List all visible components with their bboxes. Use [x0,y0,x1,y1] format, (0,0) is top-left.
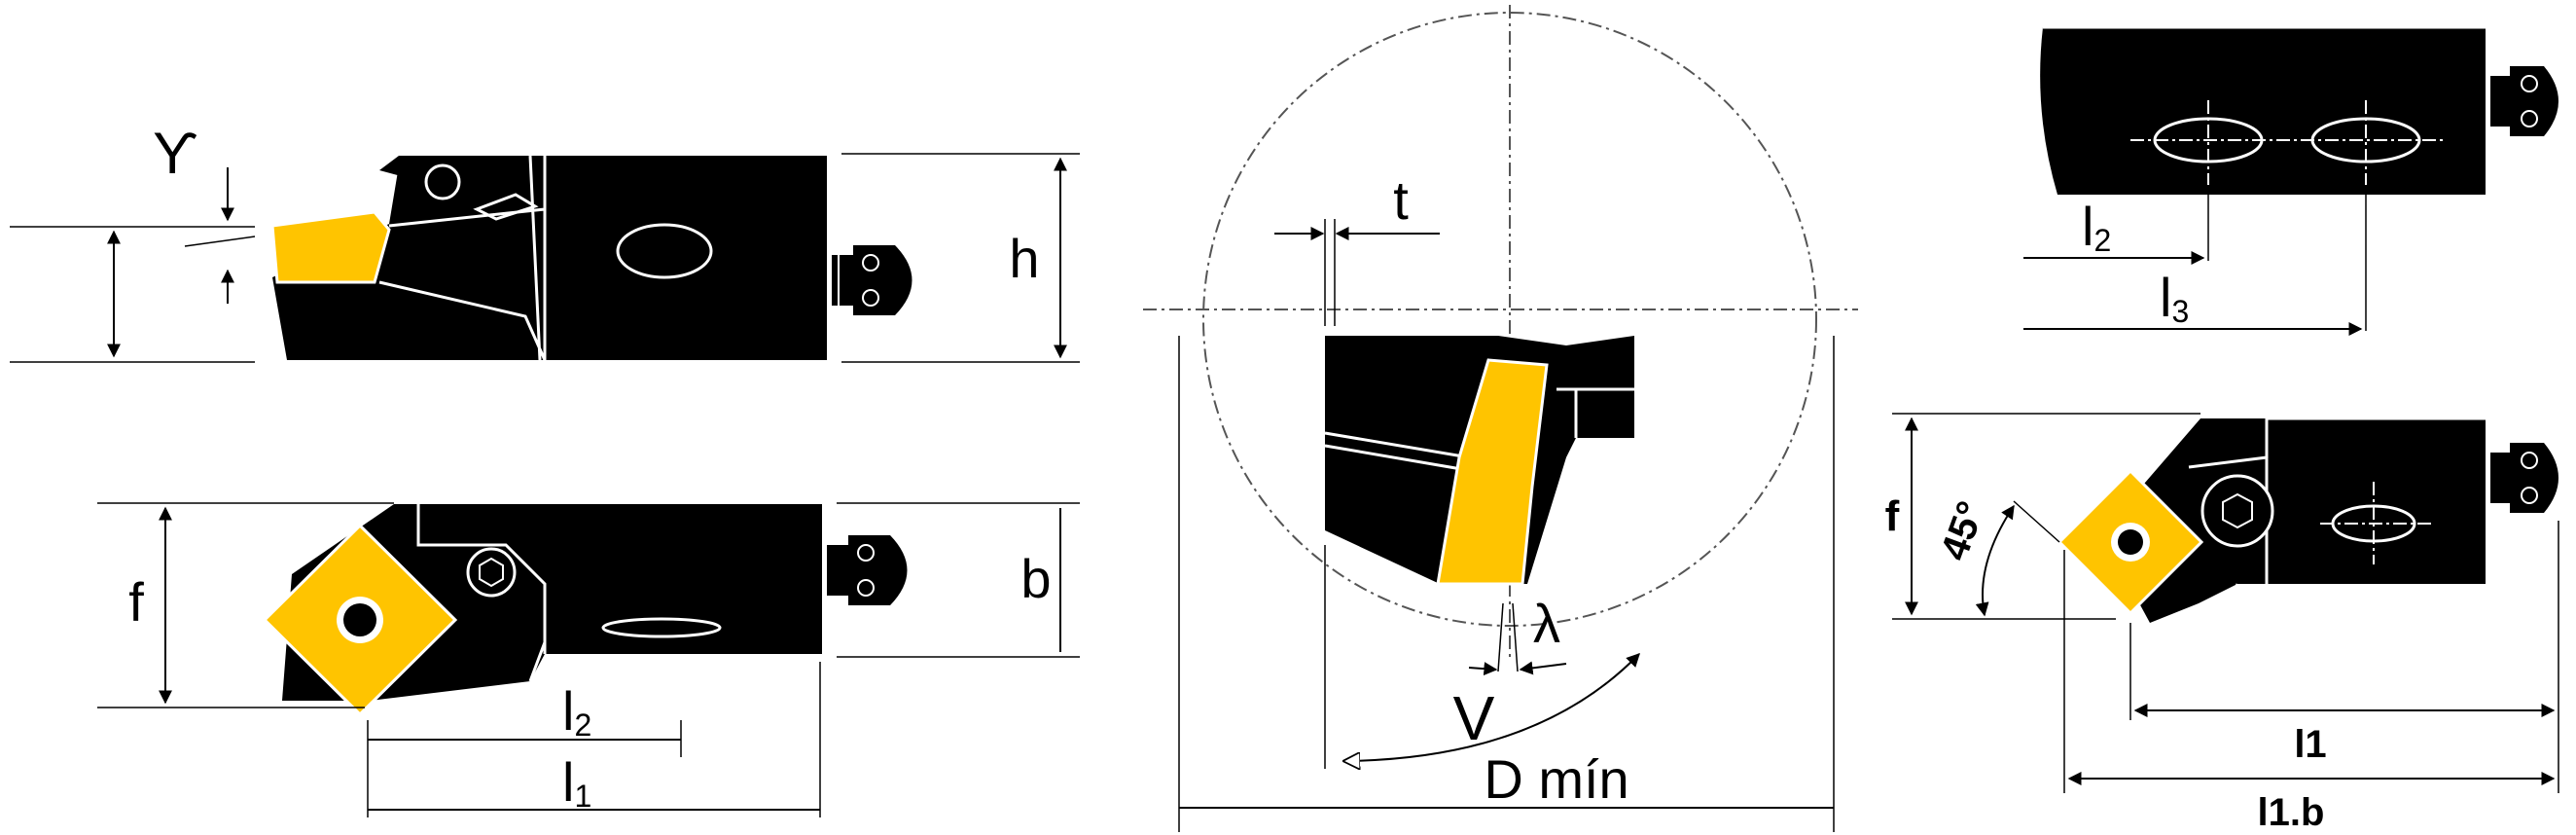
bore-view-rotation-arrow [1344,654,1639,761]
angle-view-offset-label: f [1885,492,1900,540]
top-view-screw [466,547,517,598]
top-view-l1-sub: 1 [574,779,591,814]
side-view-wedge [379,156,545,204]
rear-view-l2-sub: 2 [2093,223,2111,258]
angle-view: f 45° l1 l1.b [1885,413,2559,834]
top-view-l2-sub: 2 [574,708,591,743]
rear-view-l3-sub: 3 [2171,294,2189,329]
svg-text:l1: l1 [562,751,591,814]
rear-view-coolant-plug [2490,66,2558,136]
bore-view: t λ V D mín [1143,5,1858,832]
top-view-l1-letter: l [562,751,574,813]
bore-view-depth-label: t [1393,169,1409,231]
side-view-height-label: h [1009,228,1039,289]
side-view: ϒ h [10,121,1080,363]
bore-circle [1202,12,1817,627]
side-view-coolant-plug [832,245,912,315]
top-view-slot [601,617,722,638]
bore-view-diameter-label: D mín [1484,748,1628,810]
rear-view-l3-letter: l [2160,267,2171,328]
top-view-insert-hole [343,603,376,636]
bore-view-lead-label: λ [1533,593,1560,654]
angle-view-insert-hole [2118,529,2143,555]
angle-view-coolant-plug [2490,443,2558,513]
rear-view-l2-letter: l [2082,196,2093,257]
rear-view-shank [2040,27,2486,195]
bore-view-clearance-label: V [1453,683,1495,753]
angle-view-l1b-label: l1.b [2258,791,2325,834]
top-view-shank [545,589,822,654]
side-view-angle-label: ϒ [153,121,197,186]
top-view-l2-letter: l [562,680,574,742]
side-view-slot [616,223,713,279]
rear-view: l2 l3 [2023,25,2558,336]
svg-text:l3: l3 [2160,267,2189,329]
top-view: f b l2 l1 [97,502,1080,817]
side-view-insert [270,210,391,284]
side-view-screw [424,163,461,200]
angle-view-angle-label: 45° [1933,496,1993,566]
top-view-offset-label: f [128,571,144,633]
top-view-coolant-plug [827,535,908,605]
svg-text:l2: l2 [2082,196,2111,258]
angle-view-holder [2101,418,2486,623]
svg-text:l2: l2 [562,680,591,743]
bore-view-insert [1436,358,1549,586]
side-view-shank [545,156,827,360]
top-view-width-label: b [1020,548,1051,609]
angle-view-l1-label: l1 [2294,723,2326,766]
angle-view-screw [2200,474,2274,548]
